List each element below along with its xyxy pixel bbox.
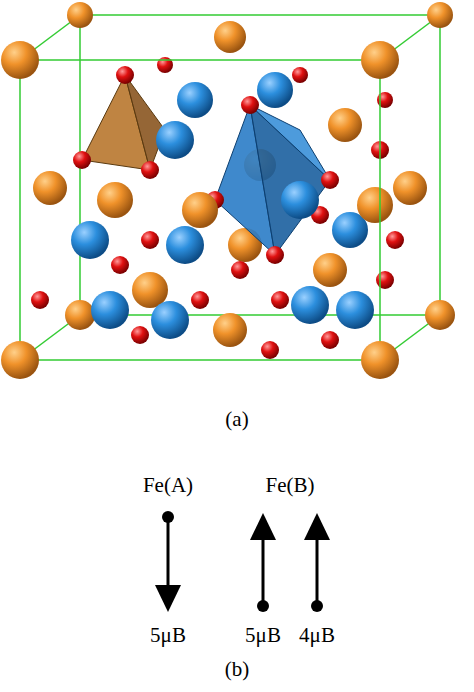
atoms-front [31, 181, 394, 359]
spin-arrows [155, 511, 330, 612]
site-label: Fe(B) [266, 474, 315, 497]
atoms-middle [33, 121, 368, 347]
tetrahedron [82, 75, 165, 170]
unit-cell [20, 15, 440, 360]
moment-value: 4μB [299, 624, 335, 647]
panel-label: (b) [225, 658, 250, 681]
corner-atoms [1, 41, 399, 379]
moment-value: 5μB [245, 624, 281, 647]
octahedron [215, 105, 330, 255]
unit-cell-front [20, 60, 380, 360]
panel-label: (a) [225, 408, 248, 431]
atoms-back [65, 2, 455, 330]
moment-value: 5μB [150, 624, 186, 647]
site-label: Fe(A) [143, 474, 193, 497]
